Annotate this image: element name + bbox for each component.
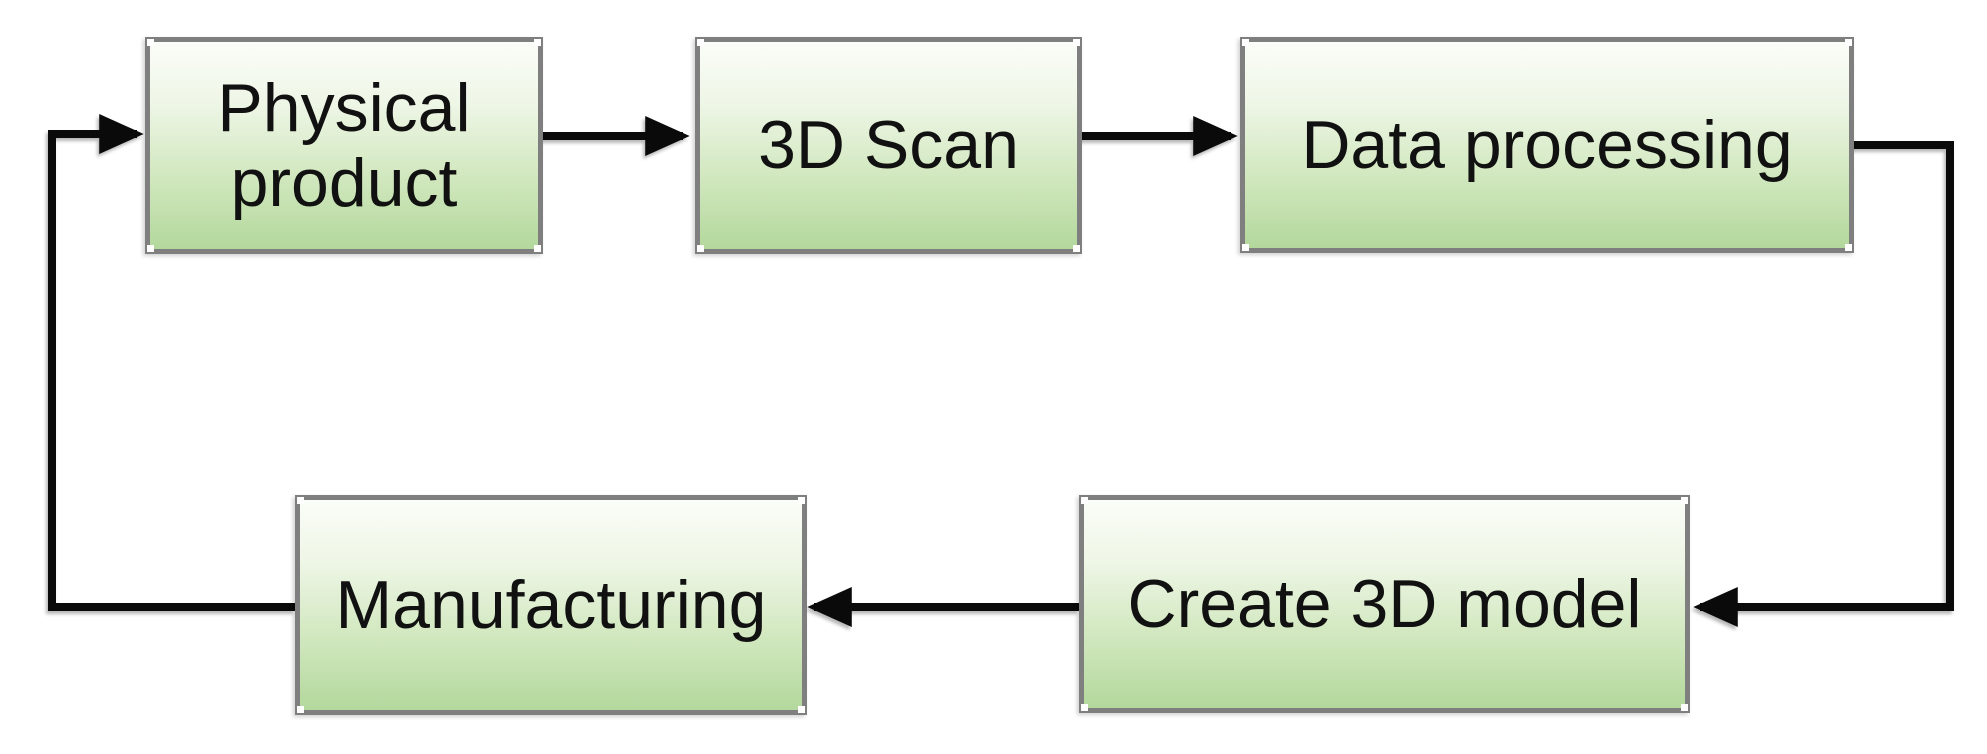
node-label-3d-scan: 3D Scan bbox=[758, 107, 1019, 184]
node-label-create-3d-model: Create 3D model bbox=[1127, 565, 1642, 642]
node-label-manufacturing: Manufacturing bbox=[335, 566, 767, 643]
node-create-3d-model[interactable]: Create 3D model bbox=[1079, 495, 1690, 713]
selection-handle-icon bbox=[1681, 704, 1688, 711]
selection-handle-icon bbox=[1073, 245, 1080, 252]
selection-handle-icon bbox=[1242, 244, 1249, 251]
selection-handle-icon bbox=[297, 706, 304, 713]
node-data-processing[interactable]: Data processing bbox=[1240, 37, 1854, 253]
selection-handle-icon bbox=[1242, 39, 1249, 46]
selection-handle-icon bbox=[798, 706, 805, 713]
selection-handle-icon bbox=[697, 245, 704, 252]
selection-handle-icon bbox=[534, 39, 541, 46]
selection-handle-icon bbox=[147, 245, 154, 252]
selection-handle-icon bbox=[1081, 704, 1088, 711]
selection-handle-icon bbox=[1081, 497, 1088, 504]
selection-handle-icon bbox=[1845, 39, 1852, 46]
node-physical-product[interactable]: Physical product bbox=[145, 37, 543, 254]
selection-handle-icon bbox=[297, 497, 304, 504]
selection-handle-icon bbox=[1845, 244, 1852, 251]
selection-handle-icon bbox=[534, 245, 541, 252]
node-label-data-processing: Data processing bbox=[1301, 106, 1793, 183]
selection-handle-icon bbox=[697, 39, 704, 46]
selection-handle-icon bbox=[1681, 497, 1688, 504]
selection-handle-icon bbox=[798, 497, 805, 504]
selection-handle-icon bbox=[1073, 39, 1080, 46]
node-3d-scan[interactable]: 3D Scan bbox=[695, 37, 1082, 254]
node-label-physical-product: Physical product bbox=[217, 69, 471, 221]
selection-handle-icon bbox=[147, 39, 154, 46]
node-manufacturing[interactable]: Manufacturing bbox=[295, 495, 807, 715]
